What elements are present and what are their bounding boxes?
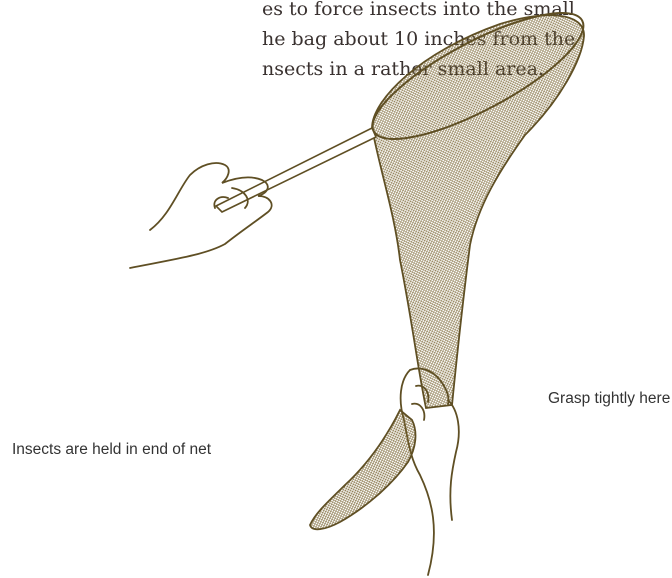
grasp-label: Grasp tightly here bbox=[548, 390, 670, 408]
net-tip-with-insects bbox=[310, 410, 415, 529]
grasp-leader-line bbox=[465, 400, 560, 405]
hand-holding-handle bbox=[130, 163, 272, 268]
net-bag bbox=[372, 15, 584, 408]
insects-label: Insects are held in end of net bbox=[12, 441, 211, 459]
net-handle bbox=[216, 128, 376, 212]
